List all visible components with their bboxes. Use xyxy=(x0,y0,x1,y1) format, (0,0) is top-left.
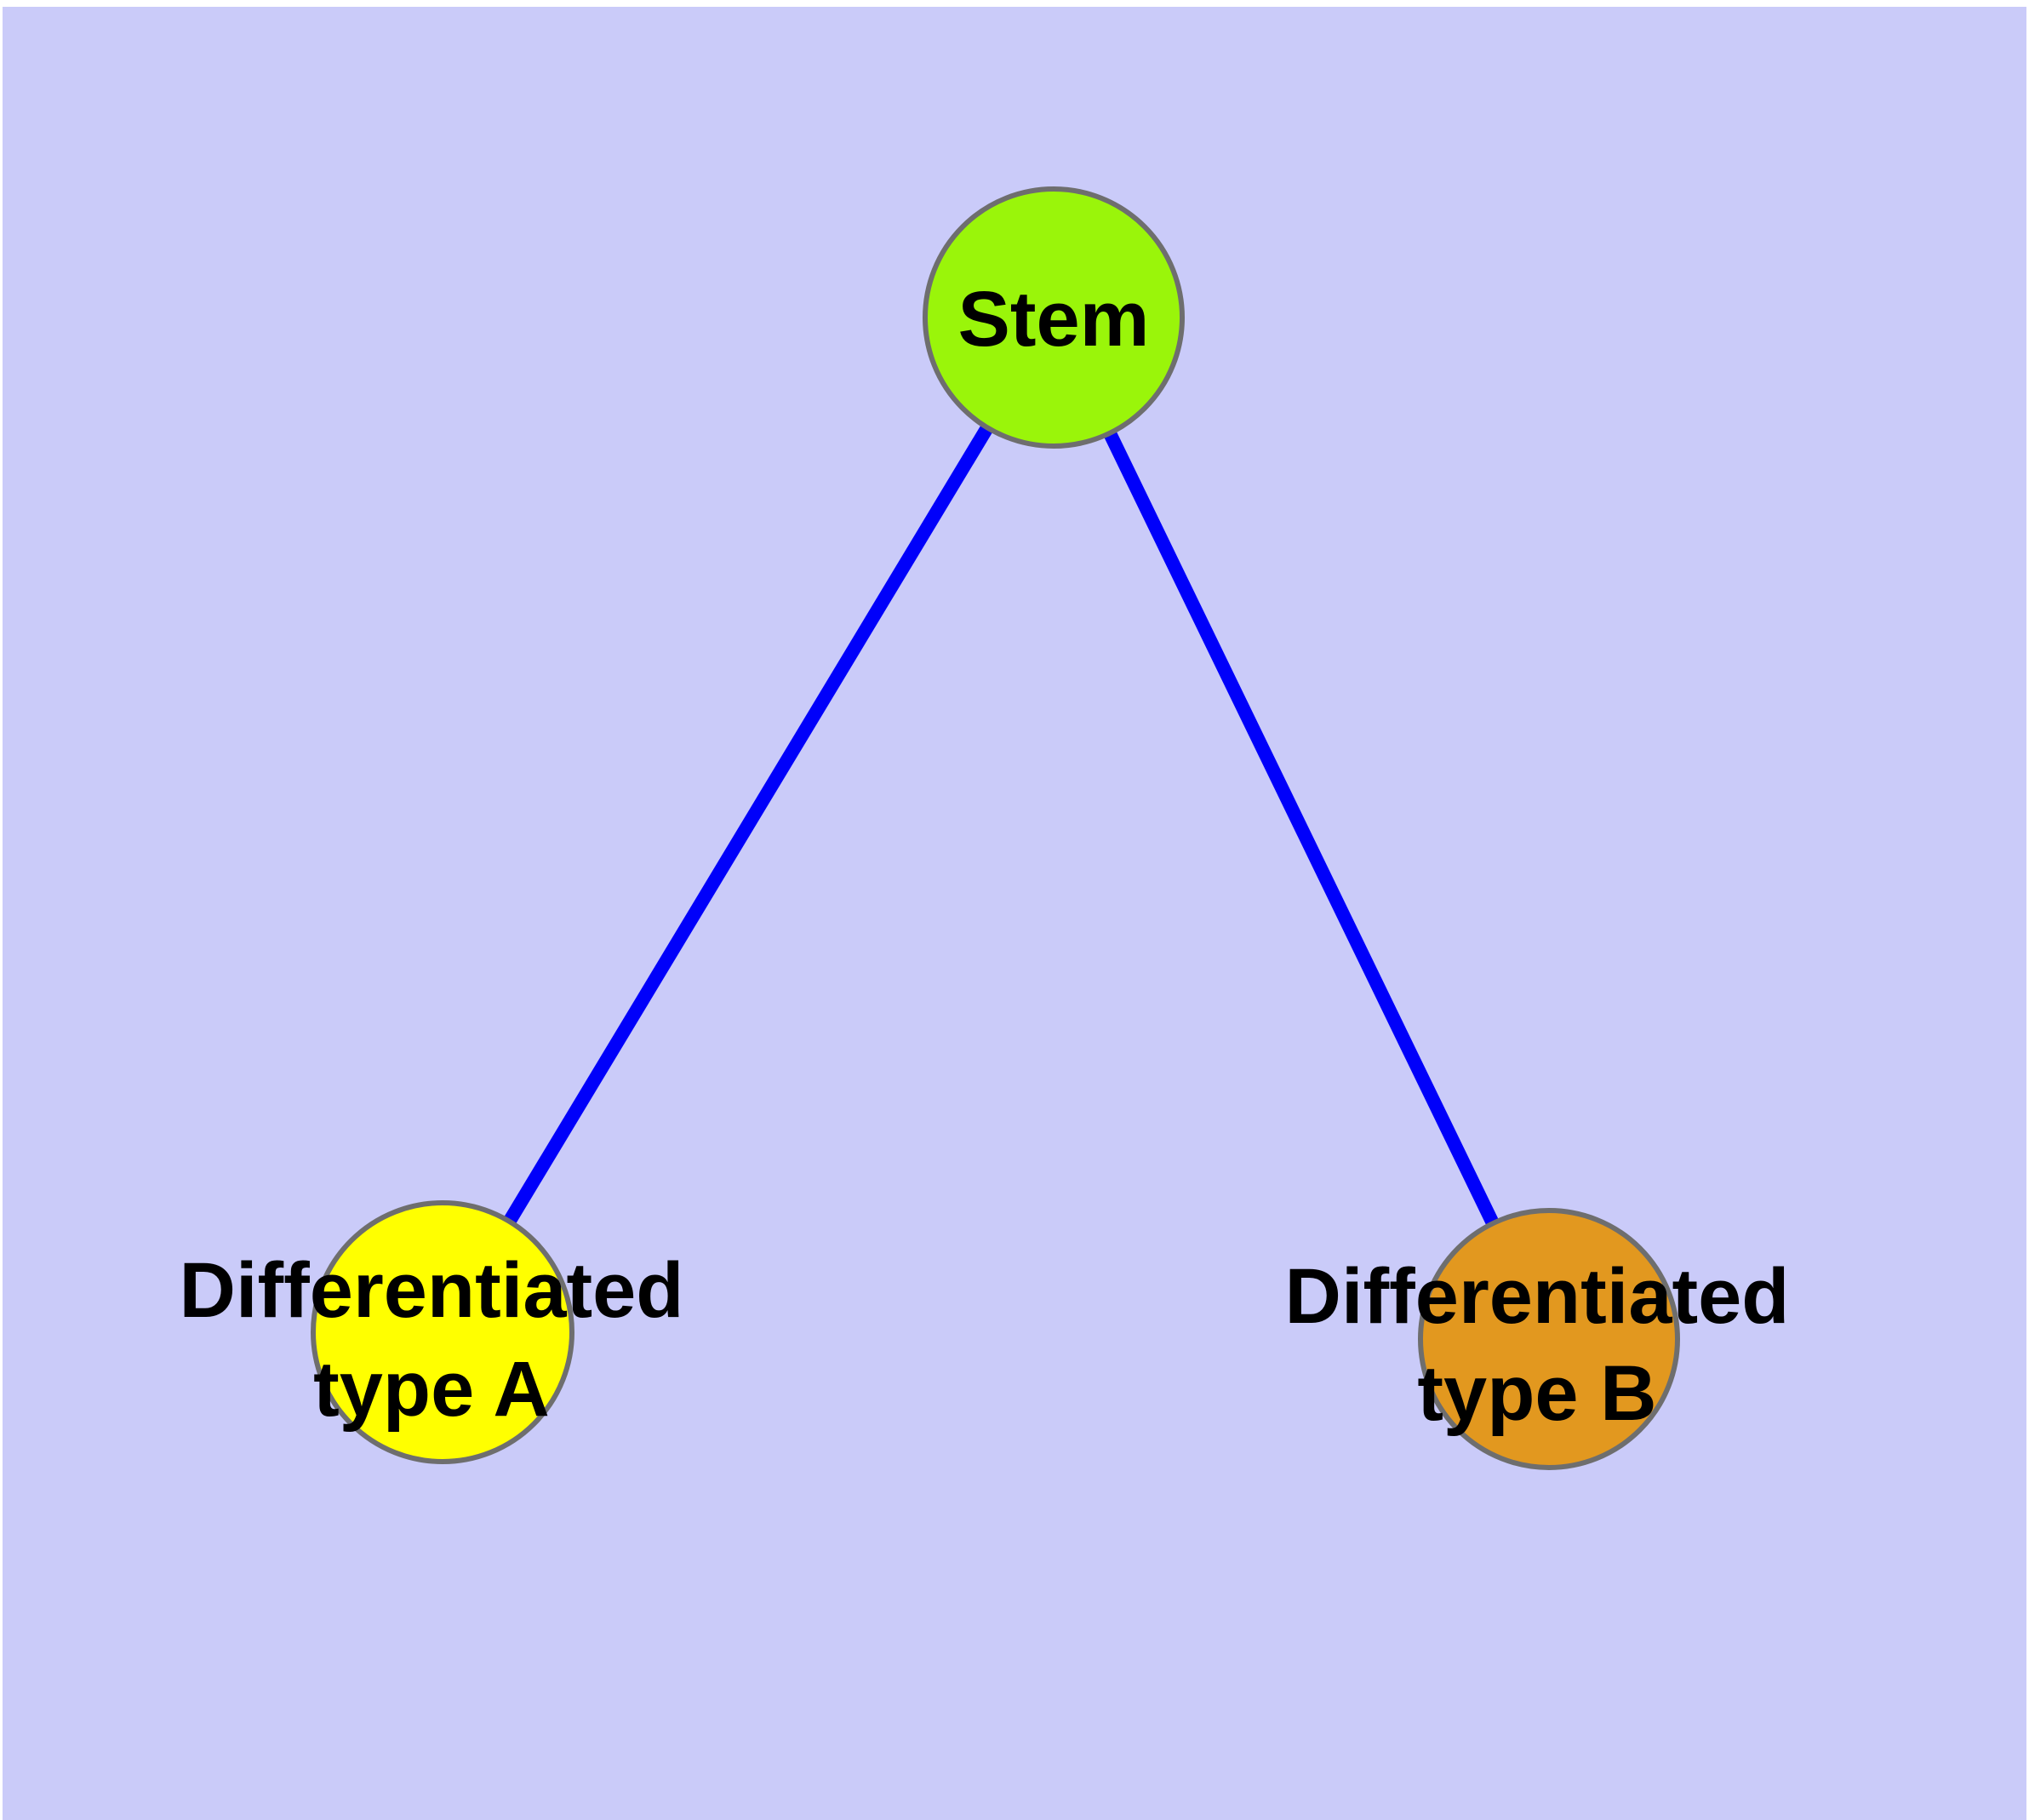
node-stem-circle xyxy=(923,186,1185,449)
node-stem-label: Stem xyxy=(958,276,1150,363)
node-differentiated-type-a-circle xyxy=(311,1200,574,1464)
node-differentiated-type-a-label-line1: Differentiated xyxy=(180,1247,684,1334)
node-stem: Stem xyxy=(923,186,1185,449)
node-differentiated-type-b-label-line1: Differentiated xyxy=(1285,1253,1790,1340)
node-differentiated-type-b-circle xyxy=(1418,1208,1680,1470)
node-differentiated-type-a-label-line2: type A xyxy=(313,1346,550,1433)
node-differentiated-type-a: Differentiated type A xyxy=(180,1200,684,1464)
edge-stem-to-type-b xyxy=(1047,314,1556,1342)
edge-stem-to-type-a xyxy=(437,313,1060,1336)
node-differentiated-type-b: Differentiated type B xyxy=(1285,1208,1790,1470)
node-differentiated-type-b-label-line2: type B xyxy=(1417,1350,1656,1437)
